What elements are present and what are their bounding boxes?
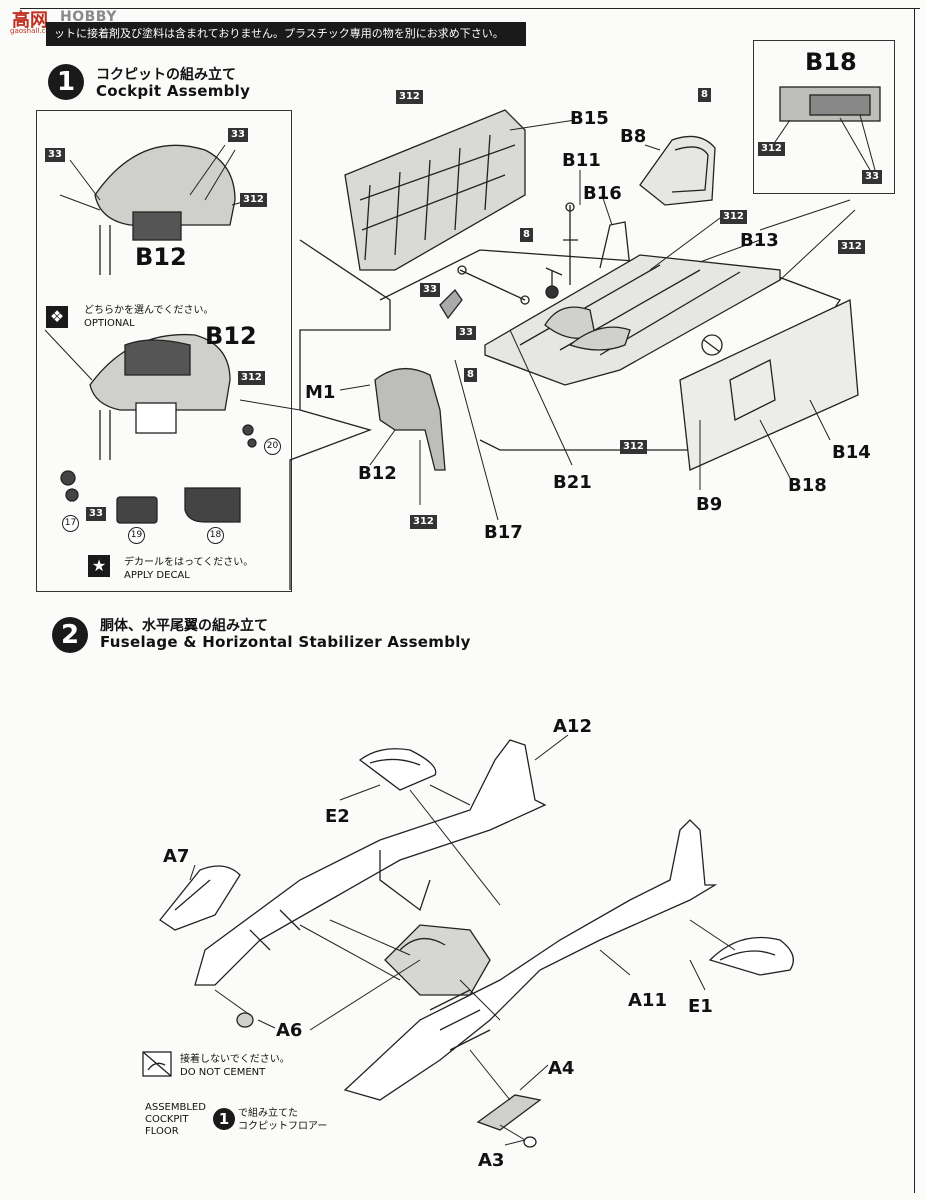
m1-part xyxy=(439,288,463,320)
part-e2: E2 xyxy=(325,806,350,827)
code-312-tray: 312 xyxy=(620,440,647,454)
paint-code-312-b: 312 xyxy=(238,371,265,385)
assembled-en-3: FLOOR xyxy=(145,1126,179,1137)
b11-lever xyxy=(563,205,578,285)
code-8-b17: 8 xyxy=(464,368,477,382)
assembled-jp-2: コクピットフロアー xyxy=(238,1121,328,1132)
step-2-number: 2 xyxy=(52,617,88,653)
no-cement-jp: 接着しないでください。 xyxy=(180,1054,290,1065)
code-8-lever: 8 xyxy=(520,228,533,242)
a4-exhaust xyxy=(476,1094,542,1131)
apply-decal-jp: デカールをはってください。 xyxy=(124,557,254,568)
b12-panel xyxy=(374,368,446,471)
cockpit-floor-assembly xyxy=(384,924,491,996)
b9-pedal xyxy=(701,334,723,356)
part-a11: A11 xyxy=(628,990,667,1011)
assembled-jp-1: で組み立てた xyxy=(238,1108,298,1119)
decal-19: 19 xyxy=(128,527,145,544)
step-1-title-jp: コクピットの組み立て xyxy=(96,67,236,83)
assembled-step-ref: 1 xyxy=(213,1108,235,1130)
no-cement-en: DO NOT CEMENT xyxy=(180,1067,266,1078)
a3-part xyxy=(523,1136,537,1148)
notice-banner: ットに接着剤及び塗料は含まれておりません。プラスチック専用の物を別にお求め下さい… xyxy=(46,22,526,46)
step-1-title-en: Cockpit Assembly xyxy=(96,82,251,100)
part-b9: B9 xyxy=(696,494,723,515)
part-a6: A6 xyxy=(276,1020,303,1041)
paint-code-33-b: 33 xyxy=(228,128,248,142)
a12-fuselage-half xyxy=(194,739,547,986)
part-m1: M1 xyxy=(305,382,336,403)
part-a12: A12 xyxy=(553,716,592,737)
watermark-logo: 高网 xyxy=(12,10,48,31)
inset-b18-code-33: 33 xyxy=(862,170,882,184)
part-b15: B15 xyxy=(570,108,609,129)
code-312-floor: 312 xyxy=(720,210,747,224)
assembled-en-2: COCKPIT xyxy=(145,1114,189,1125)
inset-b12-top-label: B12 xyxy=(135,243,187,271)
optional-icon: ❖ xyxy=(46,306,68,328)
part-e1: E1 xyxy=(688,996,713,1017)
optional-note-en: OPTIONAL xyxy=(84,318,135,329)
inset-b18-label: B18 xyxy=(805,48,857,76)
watermark-url: gaoshall.com xyxy=(10,27,57,35)
code-33-b17: 33 xyxy=(456,326,476,340)
b13-floor xyxy=(484,254,781,386)
decal-20: 20 xyxy=(264,438,281,455)
part-b17: B17 xyxy=(484,522,523,543)
a7-part xyxy=(159,865,241,931)
code-312-b12: 312 xyxy=(410,515,437,529)
part-b18: B18 xyxy=(788,475,827,496)
part-b14: B14 xyxy=(832,442,871,463)
apply-decal-en: APPLY DECAL xyxy=(124,570,190,581)
e2-stabilizer xyxy=(358,748,437,791)
part-b13: B13 xyxy=(740,230,779,251)
paint-code-33-a: 33 xyxy=(45,148,65,162)
part-b8: B8 xyxy=(620,126,647,147)
a11-fuselage-half xyxy=(343,819,718,1101)
code-312-side: 312 xyxy=(838,240,865,254)
part-a7: A7 xyxy=(163,846,190,867)
b21-rod xyxy=(459,269,526,301)
code-312-bulkhead: 312 xyxy=(396,90,423,104)
instrument-panel-top xyxy=(94,144,236,226)
decal-17: 17 xyxy=(62,515,79,532)
part-a3: A3 xyxy=(478,1150,505,1171)
right-border xyxy=(914,8,915,1193)
paint-code-312-a: 312 xyxy=(240,193,267,207)
part-b11: B11 xyxy=(562,150,601,171)
step-2-title-en: Fuselage & Horizontal Stabilizer Assembl… xyxy=(100,633,471,651)
code-8-seat: 8 xyxy=(698,88,711,102)
optional-note-jp: どちらかを選んでください。 xyxy=(84,305,214,316)
b15-bulkhead xyxy=(344,109,526,271)
b14-side-panel xyxy=(679,299,859,471)
part-b12: B12 xyxy=(358,463,397,484)
decal-star-icon: ★ xyxy=(88,555,110,577)
top-border xyxy=(20,8,920,9)
b16-frame xyxy=(599,221,631,269)
e1-stabilizer xyxy=(708,936,794,976)
inset-b12-bottom-label: B12 xyxy=(205,322,257,350)
step-2-title-jp: 胴体、水平尾翼の組み立て xyxy=(100,618,268,634)
part-a4: A4 xyxy=(548,1058,575,1079)
assembled-en-1: ASSEMBLED xyxy=(145,1102,206,1113)
inset-b18-code-312: 312 xyxy=(758,142,785,156)
cockpit-outline xyxy=(289,239,391,590)
b8-seat xyxy=(639,135,716,206)
part-b21: B21 xyxy=(553,472,592,493)
paint-code-33-c: 33 xyxy=(86,507,106,521)
part-b16: B16 xyxy=(583,183,622,204)
a6-part xyxy=(236,1012,254,1028)
code-33-m1: 33 xyxy=(420,283,440,297)
step-1-number: 1 xyxy=(48,64,84,100)
decal-18: 18 xyxy=(207,527,224,544)
